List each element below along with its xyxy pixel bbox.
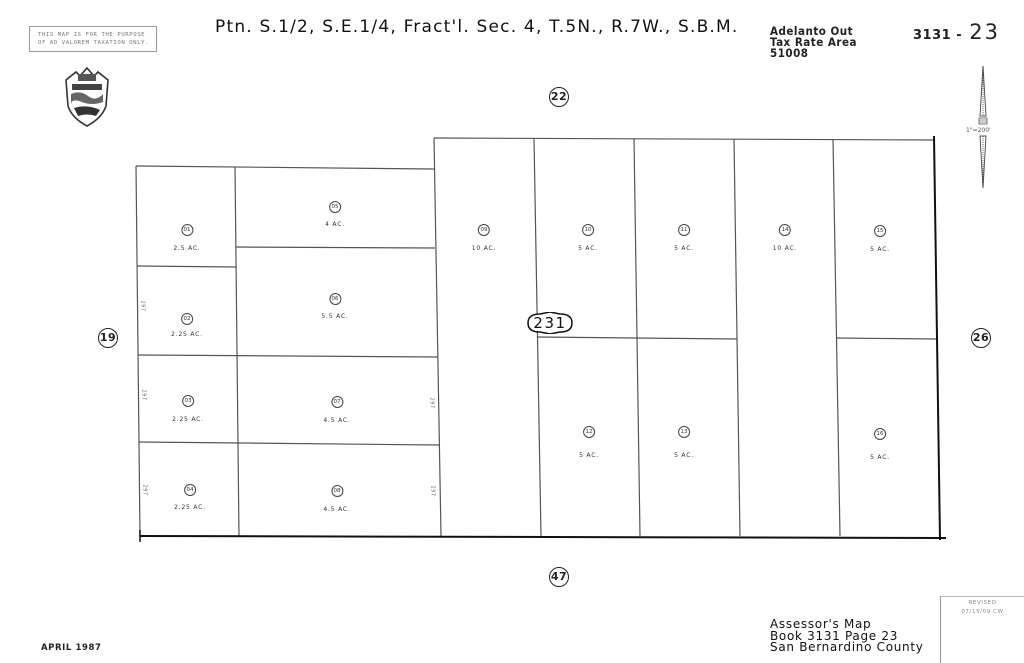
scale-label: 1"=200' bbox=[966, 127, 991, 134]
tax-rate-area: Adelanto Out Tax Rate Area 51008 bbox=[770, 24, 857, 60]
neighbor-map-north[interactable]: 22 bbox=[549, 87, 569, 107]
parcel-acreage: 2.25 AC. bbox=[174, 504, 206, 511]
parcel-acreage: 2.5 AC. bbox=[173, 245, 201, 252]
parcel-acreage: 10 AC. bbox=[772, 245, 798, 252]
parcel-acreage: 5 AC. bbox=[870, 454, 890, 461]
parcel-acreage: 2.25 AC. bbox=[171, 331, 203, 338]
neighbor-map-east[interactable]: 26 bbox=[971, 328, 991, 348]
parcel-01[interactable]: 01 2.5 AC. bbox=[173, 216, 200, 252]
dimension-label: 297 bbox=[141, 484, 148, 496]
parcel-08[interactable]: 08 4.5 AC. bbox=[323, 477, 350, 513]
parcel-number: 05 bbox=[328, 201, 341, 213]
parcel-acreage: 5 AC. bbox=[674, 245, 694, 252]
parcel-acreage: 5 AC. bbox=[674, 452, 694, 459]
dimension-label: 297 bbox=[139, 300, 146, 312]
neighbor-map-west[interactable]: 19 bbox=[98, 328, 118, 348]
parcel-acreage: 4.5 AC. bbox=[323, 417, 351, 424]
parcel-09[interactable]: 09 10 AC. bbox=[472, 216, 496, 252]
disclaimer-line-1: THIS MAP IS FOR THE PURPOSE bbox=[38, 32, 146, 38]
north-arrow-icon bbox=[978, 66, 988, 189]
tax-rate-area-name: Adelanto Out bbox=[770, 24, 854, 38]
parcel-number: 08 bbox=[331, 485, 343, 497]
parcel-acreage: 5 AC. bbox=[579, 452, 599, 459]
parcel-number: 11 bbox=[677, 224, 690, 236]
parcel-number: 02 bbox=[180, 313, 193, 325]
assessor-map-caption: Assessor's Map Book 3131 Page 23 San Ber… bbox=[770, 617, 924, 654]
revised-label: REVISED bbox=[968, 600, 997, 606]
parcel-number: 07 bbox=[331, 396, 343, 408]
parcel-number: 16 bbox=[873, 428, 886, 440]
map-date: APRIL 1987 bbox=[41, 643, 102, 653]
parcel-16[interactable]: 16 5 AC. bbox=[870, 420, 890, 461]
map-number: 3131 - 23 bbox=[913, 20, 1000, 44]
parcel-acreage: 5 AC. bbox=[870, 246, 890, 253]
parcel-11[interactable]: 11 5 AC. bbox=[674, 216, 694, 252]
block-number-shield-icon bbox=[527, 312, 573, 334]
revised-date: 07/15/09 CW bbox=[961, 609, 1004, 615]
dimension-label: 297 bbox=[428, 397, 435, 409]
parcel-02[interactable]: 02 2.25 AC. bbox=[171, 305, 203, 338]
parcel-acreage: 5.5 AC. bbox=[321, 313, 349, 320]
parcel-number: 15 bbox=[873, 225, 886, 237]
disclaimer-box: THIS MAP IS FOR THE PURPOSE OF AD VALORE… bbox=[29, 26, 157, 52]
parcel-10[interactable]: 10 5 AC. bbox=[578, 216, 598, 252]
block-number: 231 bbox=[533, 314, 567, 332]
parcel-07[interactable]: 07 4.5 AC. bbox=[323, 388, 350, 424]
parcel-number: 13 bbox=[677, 426, 690, 438]
parcel-number: 03 bbox=[181, 395, 194, 407]
map-page-number: 23 bbox=[969, 20, 1000, 44]
dimension-label: 297 bbox=[429, 485, 436, 497]
parcel-12[interactable]: 12 5 AC. bbox=[579, 418, 599, 459]
tax-rate-area-code: 51008 bbox=[770, 46, 809, 60]
parcel-number: 12 bbox=[582, 426, 595, 438]
parcel-acreage: 4 AC. bbox=[325, 221, 345, 228]
caption-line-2: Book 3131 Page 23 bbox=[770, 628, 899, 643]
neighbor-map-south[interactable]: 47 bbox=[549, 567, 569, 587]
revision-box: REVISED 07/15/09 CW bbox=[940, 596, 1024, 663]
parcel-number: 10 bbox=[581, 224, 594, 236]
parcel-03[interactable]: 03 2.25 AC. bbox=[172, 387, 204, 423]
parcel-04[interactable]: 04 2.25 AC. bbox=[174, 476, 206, 511]
parcel-number: 04 bbox=[183, 484, 196, 496]
tax-rate-area-label: Tax Rate Area bbox=[770, 35, 857, 49]
dimension-label: 297 bbox=[140, 389, 147, 401]
parcel-number: 14 bbox=[778, 224, 791, 236]
map-title: Ptn. S.1/2, S.E.1/4, Fract'l. Sec. 4, T.… bbox=[215, 17, 739, 37]
parcel-acreage: 5 AC. bbox=[578, 245, 598, 252]
parcel-number: 01 bbox=[181, 224, 193, 236]
parcel-acreage: 10 AC. bbox=[471, 245, 497, 252]
parcel-15[interactable]: 15 5 AC. bbox=[870, 217, 890, 253]
map-book-number: 3131 - bbox=[913, 28, 963, 43]
caption-line-3: San Bernardino County bbox=[770, 640, 924, 654]
parcel-number: 06 bbox=[329, 293, 341, 305]
parcel-06[interactable]: 06 5.5 AC. bbox=[321, 285, 348, 320]
parcel-acreage: 4.5 AC. bbox=[323, 506, 351, 513]
parcel-05[interactable]: 05 4 AC. bbox=[325, 193, 345, 228]
disclaimer-line-2: OF AD VALOREM TAXATION ONLY. bbox=[38, 40, 150, 46]
caption-line-1: Assessor's Map bbox=[770, 617, 872, 631]
parcel-acreage: 2.25 AC. bbox=[172, 416, 204, 423]
parcel-13[interactable]: 13 5 AC. bbox=[674, 418, 694, 459]
county-seal-icon bbox=[65, 66, 109, 127]
parcel-14[interactable]: 14 10 AC. bbox=[773, 216, 797, 252]
parcel-number: 09 bbox=[477, 224, 490, 236]
